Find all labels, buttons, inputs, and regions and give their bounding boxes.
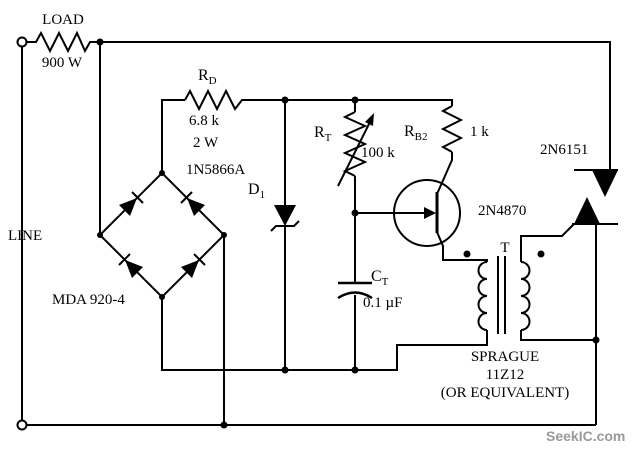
- capacitor-ct: [337, 281, 373, 300]
- phasing-dot-secondary: [537, 250, 545, 258]
- bridge-dcplus-wire: [161, 99, 185, 173]
- triac-partnumber: 2N6151: [540, 142, 588, 158]
- base1-wire: [436, 231, 488, 262]
- bridge-corner-left: [97, 232, 103, 238]
- bridge-rectifier: [97, 170, 227, 300]
- junction-bottom-rail: [220, 421, 228, 429]
- transformer-label: T: [500, 240, 509, 256]
- gate-wire: [520, 223, 575, 262]
- bridge-corner-top: [159, 170, 165, 176]
- transformer-brand: SPRAGUE: [471, 349, 539, 365]
- pulse-transformer: [463, 250, 545, 334]
- zener-partnumber: 1N5866A: [186, 162, 245, 178]
- junction-zener-bottom: [281, 366, 289, 374]
- load-label: LOAD: [42, 12, 84, 28]
- diode-bar-upper-left: [131, 191, 144, 204]
- rd-value: 6.8 k: [189, 113, 220, 129]
- triac-triangle-up: [574, 197, 600, 224]
- rb2-resistor-zigzag: [440, 105, 464, 153]
- line-terminal-bottom: [16, 419, 28, 431]
- rt-wiper-arrowhead: [365, 113, 374, 126]
- d1-label: D1: [248, 181, 265, 201]
- junction-pot-top: [351, 96, 359, 104]
- transformer-note: (OR EQUIVALENT): [441, 385, 569, 401]
- line-terminal-top: [16, 36, 28, 48]
- ujt-emitter-arrowhead: [424, 207, 436, 219]
- rd-resistor-zigzag: [184, 88, 247, 112]
- triac: [572, 169, 618, 225]
- triac-triangle-down: [592, 170, 618, 197]
- rt-wiper-arrow-shaft: [337, 121, 371, 187]
- junction-emitter: [351, 209, 359, 217]
- zener-arrow: [274, 205, 296, 226]
- rt-value: 100 k: [361, 145, 395, 161]
- diode-bar-lower-left: [118, 253, 131, 266]
- diode-bar-lower-right: [193, 253, 206, 266]
- ujt-transistor: [393, 179, 461, 247]
- junction-dots: [96, 38, 600, 429]
- junction-cap-bottom: [351, 366, 359, 374]
- load-resistor-zigzag: [27, 30, 92, 54]
- diode-arrow-upper-left: [119, 198, 137, 216]
- ujt-body-circle: [393, 179, 461, 247]
- rt-label: RT: [314, 124, 332, 144]
- phasing-dot-primary: [463, 250, 471, 258]
- secondary-coil: [520, 261, 531, 331]
- ujt-partnumber: 2N4870: [478, 203, 526, 219]
- wires: [21, 41, 611, 426]
- load-resistor: [27, 30, 92, 54]
- bridge-corner-right: [221, 232, 227, 238]
- base2-wire: [436, 152, 453, 195]
- junction-mt1: [592, 336, 600, 344]
- ct-label: CT: [371, 268, 389, 288]
- load-rating: 900 W: [42, 55, 83, 71]
- watermark: SeekIC.com: [546, 428, 625, 444]
- diode-arrow-upper-right: [187, 198, 205, 216]
- secondary-return-wire: [520, 330, 596, 341]
- bridge-corner-bottom: [159, 294, 165, 300]
- zener-bar: [270, 220, 300, 232]
- transformer-model: 11Z12: [486, 367, 525, 383]
- zener-diode-d1: [270, 205, 300, 232]
- potentiometer-rt: [337, 111, 374, 187]
- rt-resistor-zigzag: [342, 111, 368, 177]
- bridge-partnumber: MDA 920-4: [52, 292, 125, 308]
- rb2-value: 1 k: [470, 124, 489, 140]
- primary-coil: [477, 261, 488, 331]
- dc-common-wire: [161, 297, 488, 371]
- junction-zener-top: [281, 96, 289, 104]
- diode-bar-upper-right: [180, 191, 193, 204]
- junction-top-rail: [96, 38, 104, 46]
- bridge-diamond: [98, 171, 226, 299]
- rd-power: 2 W: [193, 135, 219, 151]
- rd-label: RD: [198, 67, 217, 87]
- ct-bottom-plate: [337, 291, 373, 300]
- diode-arrow-lower-right: [181, 260, 199, 278]
- rb2-label: RB2: [404, 123, 428, 143]
- top-rail-wire: [92, 41, 611, 170]
- ct-value: 0.1 µF: [363, 295, 403, 311]
- diode-arrow-lower-left: [125, 260, 143, 278]
- line-label: LINE: [8, 228, 42, 244]
- supply-rail-wire: [247, 99, 453, 106]
